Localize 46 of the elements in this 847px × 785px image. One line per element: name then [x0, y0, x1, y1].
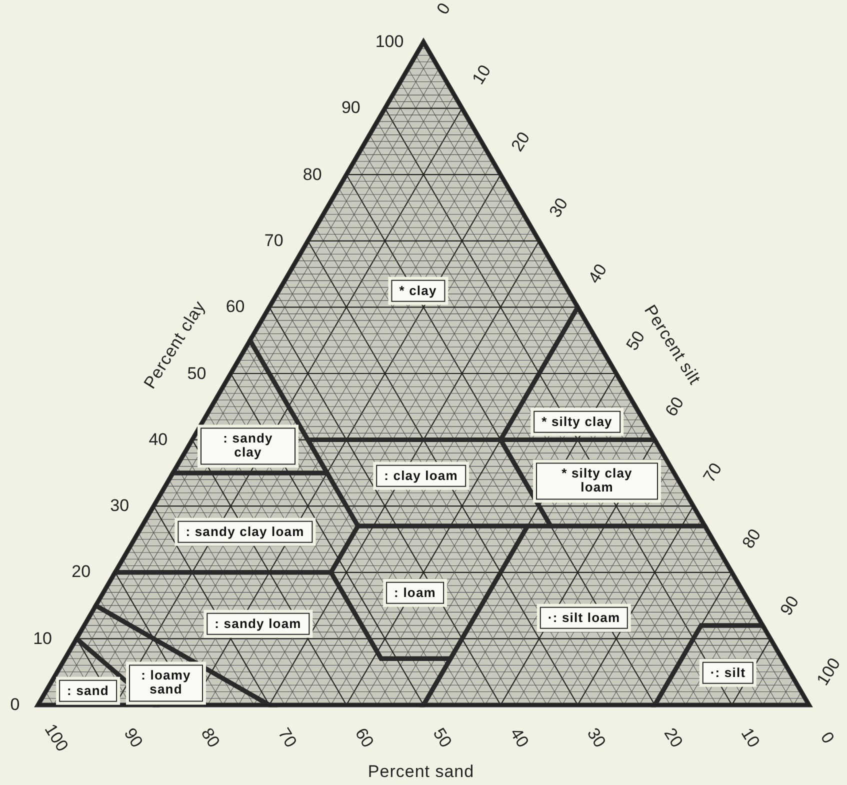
axis-tick-label: 40: [584, 260, 612, 288]
soil-class-label: ·: silt loam: [540, 606, 628, 630]
soil-class-label: : loamy sand: [129, 664, 203, 702]
soil-class-label: : sandy clay: [200, 428, 296, 464]
soil-class-label: : clay loam: [376, 464, 466, 488]
axis-tick-label: 70: [700, 460, 727, 486]
axis-tick-label: 100: [375, 32, 404, 52]
soil-class-label: ·: silt: [702, 662, 754, 684]
soil-class-label: : sandy loam: [206, 612, 310, 636]
axis-tick-label: 50: [187, 364, 206, 384]
soil-class-label: * clay: [391, 280, 445, 302]
axis-tick-label: 40: [148, 430, 168, 450]
axis-tick-label: 90: [341, 98, 360, 118]
soil-class-label: * silty clay loam: [536, 462, 658, 500]
axis-tick-label: 60: [350, 724, 378, 752]
axis-tick-label: 20: [659, 724, 686, 752]
axis-tick-label: 50: [622, 327, 649, 354]
axis-tick-label: 0: [816, 728, 838, 748]
axis-tick-label: 20: [72, 562, 91, 582]
soil-class-label: : sand: [59, 680, 117, 702]
axis-tick-label: 90: [776, 592, 804, 619]
axis-tick-label: 0: [432, 0, 454, 18]
soil-class-label: : sandy clay loam: [178, 520, 312, 544]
axis-tick-label: 100: [813, 654, 845, 690]
axis-tick-label: 60: [226, 297, 245, 318]
axis-tick-label: 30: [582, 724, 610, 752]
axis-tick-label: 40: [505, 724, 532, 752]
axis-tick-label: 80: [738, 526, 766, 553]
soil-class-label: * silty clay: [534, 410, 620, 434]
axis-tick-label: 60: [661, 393, 688, 420]
axis-tick-label: 0: [10, 695, 20, 715]
axis-tick-label: 50: [428, 724, 455, 752]
axis-tick-label: 10: [33, 628, 52, 649]
axis-tick-label: 30: [110, 496, 130, 516]
axis-title: Percent sand: [368, 762, 474, 782]
axis-tick-label: 20: [507, 128, 534, 155]
axis-tick-label: 10: [736, 724, 764, 752]
axis-tick-label: 90: [120, 724, 147, 752]
axis-tick-label: 10: [468, 62, 496, 89]
axis-tick-label: 100: [40, 720, 72, 756]
axis-tick-label: 80: [196, 724, 224, 752]
axis-tick-label: 80: [302, 164, 322, 185]
axis-tick-label: 70: [274, 724, 301, 752]
axis-tick-label: 70: [264, 230, 284, 251]
axis-tick-label: 30: [546, 194, 573, 222]
soil-class-label: : loam: [386, 582, 444, 604]
